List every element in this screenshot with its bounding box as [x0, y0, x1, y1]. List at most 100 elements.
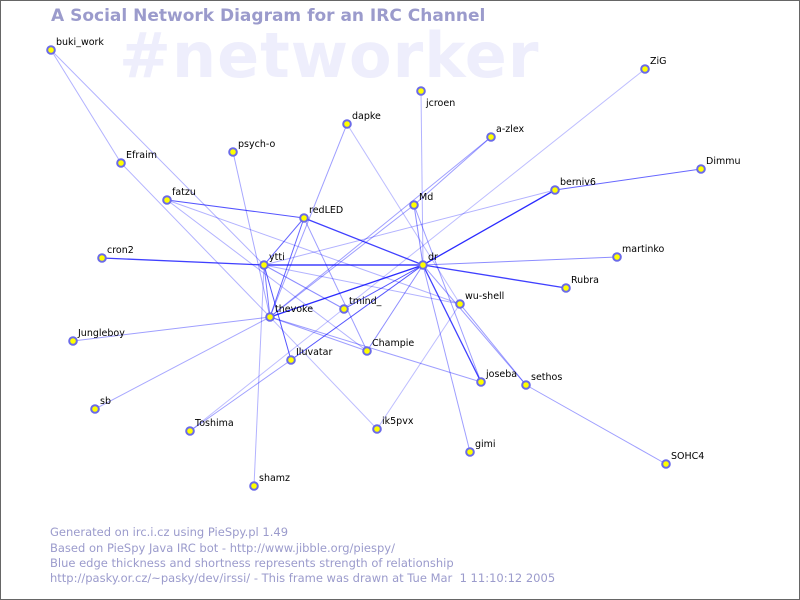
- edge-dimmu-berniv6: [554, 168, 702, 191]
- node-label: Dimmu: [706, 156, 740, 167]
- node-label: Champie: [372, 338, 414, 349]
- node-dot: [162, 195, 172, 205]
- node-label: SOHC4: [671, 451, 704, 462]
- edge-dr-champie: [366, 264, 424, 352]
- footer-line-timestamp: http://pasky.or.cz/~pasky/dev/irssi/ - T…: [50, 571, 556, 585]
- node-dot: [185, 426, 195, 436]
- node-label: thevoke: [275, 304, 313, 315]
- edge-redled-ytti: [263, 217, 305, 266]
- node-buki-work: buki_work: [46, 37, 104, 55]
- node-cron2: cron2: [97, 245, 134, 263]
- node-jungleboy: Jungleboy: [68, 328, 125, 346]
- node-jcroen: jcroen: [416, 86, 455, 109]
- node-dot: [476, 377, 486, 387]
- node-joseba: joseba: [476, 369, 517, 387]
- node-dot: [299, 213, 309, 223]
- node-label: dr: [428, 252, 438, 263]
- node-fatzu: fatzu: [162, 187, 196, 205]
- node-dot: [521, 380, 531, 390]
- node-dot: [286, 355, 296, 365]
- node-dot: [612, 252, 622, 262]
- node-dot: [640, 64, 650, 74]
- node-dot: [342, 119, 352, 129]
- node-iluvatar: Iluvatar: [286, 347, 332, 365]
- edge-thevoke-joseba: [269, 316, 482, 383]
- node-label: buki_work: [56, 37, 104, 48]
- edge-dr-sethos: [422, 264, 527, 386]
- node-label: sb: [100, 396, 111, 407]
- footer-line-legend: Blue edge thickness and shortness repres…: [50, 556, 454, 570]
- edge-md-dr: [413, 204, 424, 266]
- edge-zig-toshima: [189, 68, 646, 432]
- node-label: Toshima: [194, 418, 234, 429]
- node-label: sethos: [531, 372, 562, 383]
- node-label: jcroen: [425, 98, 455, 109]
- edge-ytti-shamz: [253, 264, 265, 487]
- node-label: Rubra: [571, 275, 599, 286]
- node-label: martinko: [622, 244, 665, 255]
- edge-jcroen-dr: [420, 90, 424, 266]
- edge-dr-tmind-: [343, 264, 424, 310]
- footer-line-based-on: Based on PieSpy Java IRC bot - http://ww…: [50, 541, 395, 555]
- node-label: wu-shell: [465, 291, 504, 302]
- edge-sethos-sohc4: [525, 384, 667, 465]
- node-ik5pvx: ik5pvx: [372, 416, 414, 434]
- edge-redled-dr: [303, 217, 424, 266]
- edge-a-zlex-md: [413, 136, 492, 206]
- node-dot: [68, 336, 78, 346]
- node-dot: [561, 283, 571, 293]
- edge-redled-champie: [303, 217, 368, 352]
- node-sethos: sethos: [521, 372, 562, 390]
- node-label: ytti: [269, 252, 285, 263]
- edge-berniv6-ytti: [263, 189, 556, 266]
- edge-iluvatar-toshima: [189, 359, 292, 432]
- node-dot: [661, 459, 671, 469]
- node-label: dapke: [352, 111, 381, 122]
- node-dot: [696, 164, 706, 174]
- edge-buki-work-efraim: [50, 49, 122, 164]
- node-label: shamz: [259, 473, 290, 484]
- node-shamz: shamz: [249, 473, 290, 491]
- node-dot: [550, 185, 560, 195]
- edge-thevoke-champie: [269, 316, 368, 352]
- edge-dr-iluvatar: [290, 264, 424, 361]
- node-label: fatzu: [172, 187, 196, 198]
- node-redled: redLED: [299, 205, 343, 223]
- node-zig: ZiG: [640, 56, 667, 74]
- node-efraim: Efraim: [116, 150, 157, 168]
- node-label: cron2: [107, 245, 134, 256]
- node-dot: [259, 260, 269, 270]
- edge-redled-thevoke: [269, 217, 305, 318]
- edge-wu-shell-sethos: [459, 303, 527, 386]
- node-wu-shell: wu-shell: [455, 291, 504, 309]
- edge-berniv6-dr: [422, 189, 556, 266]
- edge-dr-thevoke: [269, 264, 424, 318]
- node-label: joseba: [485, 369, 517, 380]
- node-rubra: Rubra: [561, 275, 599, 293]
- node-label: Jungleboy: [77, 328, 125, 339]
- edge-ytti-wu-shell: [263, 264, 461, 305]
- edge-psych-o-thevoke: [232, 151, 271, 318]
- node-ytti: ytti: [259, 252, 285, 270]
- node-toshima: Toshima: [185, 418, 234, 436]
- edge-efraim-thevoke: [120, 162, 271, 318]
- node-sohc4: SOHC4: [661, 451, 704, 469]
- diagram-title: A Social Network Diagram for an IRC Chan…: [51, 6, 486, 26]
- edge-thevoke-jungleboy: [72, 316, 271, 342]
- node-dot: [90, 404, 100, 414]
- edge-dapke-wu-shell: [346, 123, 461, 305]
- node-psych-o: psych-o: [228, 139, 275, 157]
- node-label: ik5pvx: [382, 416, 414, 427]
- node-dimmu: Dimmu: [696, 156, 740, 174]
- node-dot: [228, 147, 238, 157]
- node-dot: [486, 132, 496, 142]
- edge-ytti-tmind-: [263, 264, 345, 310]
- channel-watermark: #networker: [119, 19, 540, 92]
- edge-thevoke-sb: [94, 316, 271, 410]
- node-dr: dr: [418, 252, 438, 270]
- edge-dr-martinko: [422, 256, 618, 266]
- node-martinko: martinko: [612, 244, 665, 262]
- node-label: gimi: [475, 439, 496, 450]
- edge-wu-shell-ik5pvx: [376, 303, 461, 430]
